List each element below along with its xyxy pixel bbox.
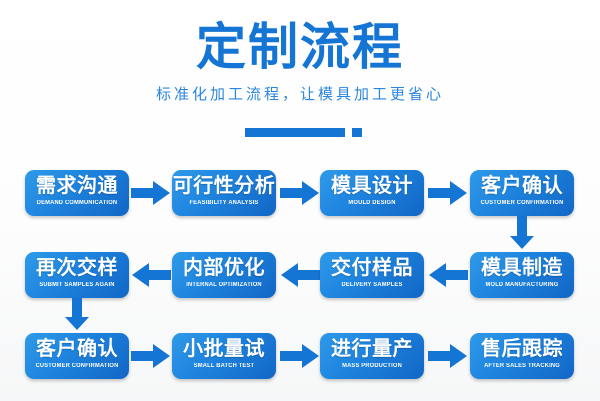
flow-step-label-en: FEASIBILITY ANALYSIS <box>189 200 259 206</box>
arrow-left-icon <box>280 262 320 288</box>
flow-step-label-en: SMALL BATCH TEST <box>193 363 255 369</box>
flow-step-small-batch-test[interactable]: 小批量试 SMALL BATCH TEST <box>172 333 276 379</box>
flow-step-mass-production[interactable]: 进行量产 MASS PRODUCTION <box>320 333 424 379</box>
flow-step-label-cn: 再次交样 <box>36 257 118 279</box>
flow-step-label-en: SUBMIT SAMPLES AGAIN <box>39 282 115 288</box>
arrow-left-icon <box>131 262 171 288</box>
arrow-down-icon <box>64 297 90 331</box>
flow-step-label-cn: 可行性分析 <box>172 175 276 197</box>
flow-step-label-cn: 内部优化 <box>183 257 265 279</box>
flow-step-label-cn: 模具设计 <box>331 175 413 197</box>
flow-step-customer-confirmation-2[interactable]: 客户确认 CUSTOMER CONFIRMATION <box>25 333 129 379</box>
flow-step-demand-communication[interactable]: 需求沟通 DEMAND COMMUNICATION <box>25 170 129 216</box>
arrow-right-icon <box>280 343 320 369</box>
flow-step-mould-design[interactable]: 模具设计 MOULD DESIGN <box>320 170 424 216</box>
arrow-left-icon <box>428 262 468 288</box>
arrow-right-icon <box>428 343 468 369</box>
flow-step-label-cn: 需求沟通 <box>36 175 118 197</box>
flow-step-label-cn: 小批量试 <box>183 338 265 360</box>
arrow-down-icon <box>509 216 535 250</box>
flow-step-feasibility-analysis[interactable]: 可行性分析 FEASIBILITY ANALYSIS <box>172 170 276 216</box>
arrow-right-icon <box>131 343 171 369</box>
header: 定制流程 标准化加工流程，让模具加工更省心 <box>0 0 600 150</box>
flow-step-label-en: DEMAND COMMUNICATION <box>36 200 118 206</box>
flow-step-mold-manufacturing[interactable]: 模具制造 MOLD MANUFACTURING <box>470 252 574 298</box>
flow-step-label-en: MOLD MANUFACTURING <box>485 282 559 288</box>
title-underline-dot <box>352 128 362 137</box>
flow-step-label-en: MOULD DESIGN <box>348 200 396 206</box>
page-subtitle: 标准化加工流程，让模具加工更省心 <box>155 86 444 103</box>
flow-step-label-cn: 客户确认 <box>481 175 563 197</box>
flow-step-label-en: AFTER SALES TRACKING <box>484 363 560 369</box>
flow-step-label-cn: 模具制造 <box>481 257 563 279</box>
title-underline-bar <box>245 128 345 137</box>
flow-step-customer-confirmation-1[interactable]: 客户确认 CUSTOMER CONFIRMATION <box>470 170 574 216</box>
flow-step-label-cn: 进行量产 <box>331 338 413 360</box>
flow-step-after-sales-tracking[interactable]: 售后跟踪 AFTER SALES TRACKING <box>470 333 574 379</box>
flow-step-label-en: CUSTOMER CONFIRMATION <box>480 200 564 206</box>
flow-step-label-en: CUSTOMER CONFIRMATION <box>35 363 119 369</box>
flow-step-label-en: INTERNAL OPTIMIZATION <box>186 282 262 288</box>
arrow-right-icon <box>428 180 468 206</box>
page-title: 定制流程 <box>196 19 404 75</box>
flow-step-label-cn: 售后跟踪 <box>481 338 563 360</box>
flow-step-label-en: DELIVERY SAMPLES <box>341 282 403 288</box>
flow-step-label-en: MASS PRODUCTION <box>342 363 402 369</box>
flow-step-submit-samples-again[interactable]: 再次交样 SUBMIT SAMPLES AGAIN <box>25 252 129 298</box>
arrow-right-icon <box>280 180 320 206</box>
flow-step-label-cn: 客户确认 <box>36 338 118 360</box>
flow-step-internal-optimization[interactable]: 内部优化 INTERNAL OPTIMIZATION <box>172 252 276 298</box>
arrow-right-icon <box>131 180 171 206</box>
flow-step-label-cn: 交付样品 <box>331 257 413 279</box>
flow-step-delivery-samples[interactable]: 交付样品 DELIVERY SAMPLES <box>320 252 424 298</box>
